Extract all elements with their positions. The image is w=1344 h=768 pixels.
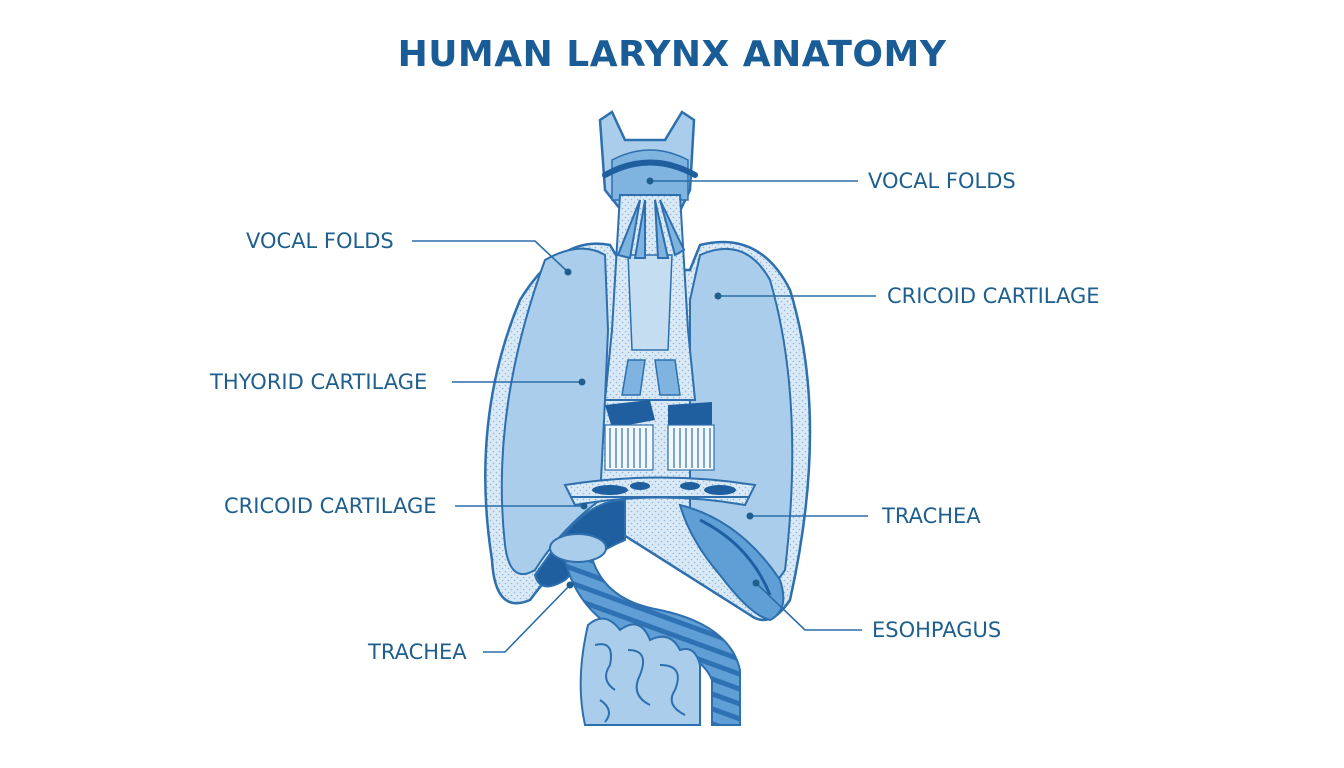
cricoid-band — [563, 476, 757, 507]
label-vocal-folds-left: VOCAL FOLDS — [246, 229, 394, 253]
leader-trachea-left — [483, 584, 571, 653]
diagram-title: HUMAN LARYNX ANATOMY — [397, 34, 947, 75]
label-cricoid-cartilage-left: CRICOID CARTILAGE — [224, 494, 437, 518]
label-vocal-folds-right: VOCAL FOLDS — [868, 169, 1016, 193]
esophagus-shape — [678, 503, 785, 622]
label-trachea-right: TRACHEA — [882, 504, 981, 528]
label-thyroid-cartilage-left: THYORID CARTILAGE — [210, 370, 428, 394]
leader-esophagus-right — [755, 582, 862, 631]
label-esophagus-right: ESOHPAGUS — [872, 618, 1002, 642]
leader-vocal-folds-left — [412, 240, 569, 273]
label-cricoid-cartilage-right: CRICOID CARTILAGE — [887, 284, 1100, 308]
label-trachea-left: TRACHEA — [368, 640, 467, 664]
